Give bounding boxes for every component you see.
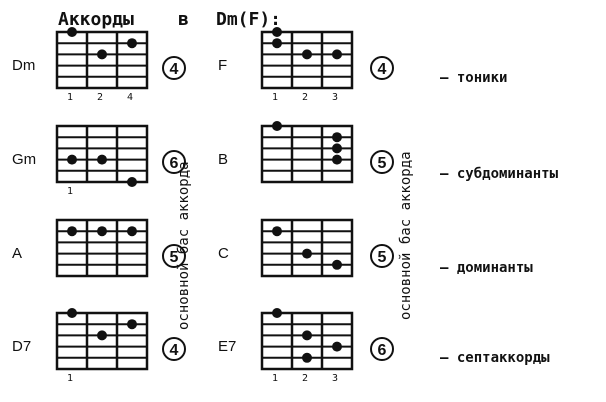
chord-diagram-d7: D7 1 4	[12, 308, 186, 384]
finger-dot	[67, 154, 77, 165]
finger-dot	[127, 226, 137, 237]
finger-dot	[67, 308, 77, 318]
fretboard-frame	[260, 311, 354, 371]
finger-dot	[97, 226, 107, 237]
finger-number: 1	[272, 373, 278, 384]
vertical-label-left: основной бас аккорда	[176, 161, 192, 330]
finger-number: 3	[332, 373, 338, 384]
header-in-label: в	[178, 9, 189, 30]
bass-string-number: 5	[378, 155, 387, 172]
bass-string-circle	[370, 244, 394, 268]
fretboard-frame	[55, 124, 149, 184]
bass-string-number: 4	[378, 61, 387, 78]
finger-dot	[127, 38, 137, 49]
header-chords-label: Аккорды	[58, 9, 134, 30]
finger-dot	[272, 27, 282, 37]
finger-dot	[332, 132, 342, 143]
fretboard-frame	[260, 30, 354, 90]
finger-dot	[97, 154, 107, 165]
function-subdominant: – субдоминанты	[440, 166, 559, 182]
fretboard-frame	[260, 218, 354, 278]
chord-name: D7	[12, 338, 31, 355]
function-tonic: – тоники	[440, 70, 507, 86]
finger-dot	[127, 177, 137, 187]
bass-string-circle	[162, 150, 186, 174]
chord-name: Gm	[12, 151, 36, 168]
finger-dot	[332, 341, 342, 352]
finger-dot	[272, 121, 282, 131]
bass-string-circle	[370, 337, 394, 361]
chord-diagram-gm: Gm 1 6	[12, 124, 186, 197]
finger-dot	[97, 49, 107, 60]
bass-string-circle	[370, 56, 394, 80]
finger-number: 1	[67, 373, 73, 384]
function-seventh: – септаккорды	[440, 350, 550, 366]
finger-number: 1	[272, 92, 278, 103]
finger-dot	[272, 38, 282, 49]
chord-diagram-f: F 1 2 3 4	[218, 27, 394, 103]
fretboard-frame	[260, 124, 354, 184]
finger-dot	[67, 226, 77, 237]
finger-dot	[97, 330, 107, 341]
bass-string-number: 6	[170, 155, 179, 172]
finger-number: 2	[97, 92, 103, 103]
chord-name: C	[218, 245, 229, 262]
fretboard-frame	[55, 218, 149, 278]
finger-number: 4	[127, 92, 133, 103]
finger-number: 1	[67, 186, 73, 197]
fretboard-frame	[55, 311, 149, 371]
bass-string-circle	[162, 244, 186, 268]
chord-name: A	[12, 245, 22, 262]
finger-dot	[302, 248, 312, 259]
bass-string-circle	[370, 150, 394, 174]
chord-diagram-dm: Dm 1 2 4 4	[12, 27, 186, 103]
finger-dot	[332, 143, 342, 154]
bass-string-number: 4	[170, 61, 179, 78]
finger-number: 2	[302, 373, 308, 384]
finger-number: 3	[332, 92, 338, 103]
bass-string-circle	[162, 56, 186, 80]
finger-dot	[302, 352, 312, 363]
finger-number: 1	[67, 92, 73, 103]
fretboard-frame	[55, 30, 149, 90]
header-key-label: Dm(F):	[216, 9, 281, 30]
chord-name: E7	[218, 338, 236, 355]
finger-dot	[127, 319, 137, 330]
function-dominant: – доминанты	[440, 260, 533, 276]
chord-diagram-e7: E7 1 2 3 6	[218, 308, 394, 384]
vertical-label-right: основной бас аккорда	[398, 151, 414, 320]
finger-dot	[332, 259, 342, 270]
bass-string-number: 4	[170, 342, 179, 359]
bass-string-circle	[162, 337, 186, 361]
bass-string-number: 6	[378, 342, 387, 359]
chord-name: B	[218, 151, 228, 168]
finger-dot	[302, 49, 312, 60]
chord-name: F	[218, 57, 227, 74]
chord-name: Dm	[12, 57, 35, 74]
finger-dot	[272, 308, 282, 318]
finger-dot	[302, 330, 312, 341]
finger-dot	[332, 154, 342, 165]
bass-string-number: 5	[378, 249, 387, 266]
finger-dot	[332, 49, 342, 60]
bass-string-number: 5	[170, 249, 179, 266]
finger-number: 2	[302, 92, 308, 103]
finger-dot	[272, 226, 282, 237]
finger-dot	[67, 27, 77, 37]
